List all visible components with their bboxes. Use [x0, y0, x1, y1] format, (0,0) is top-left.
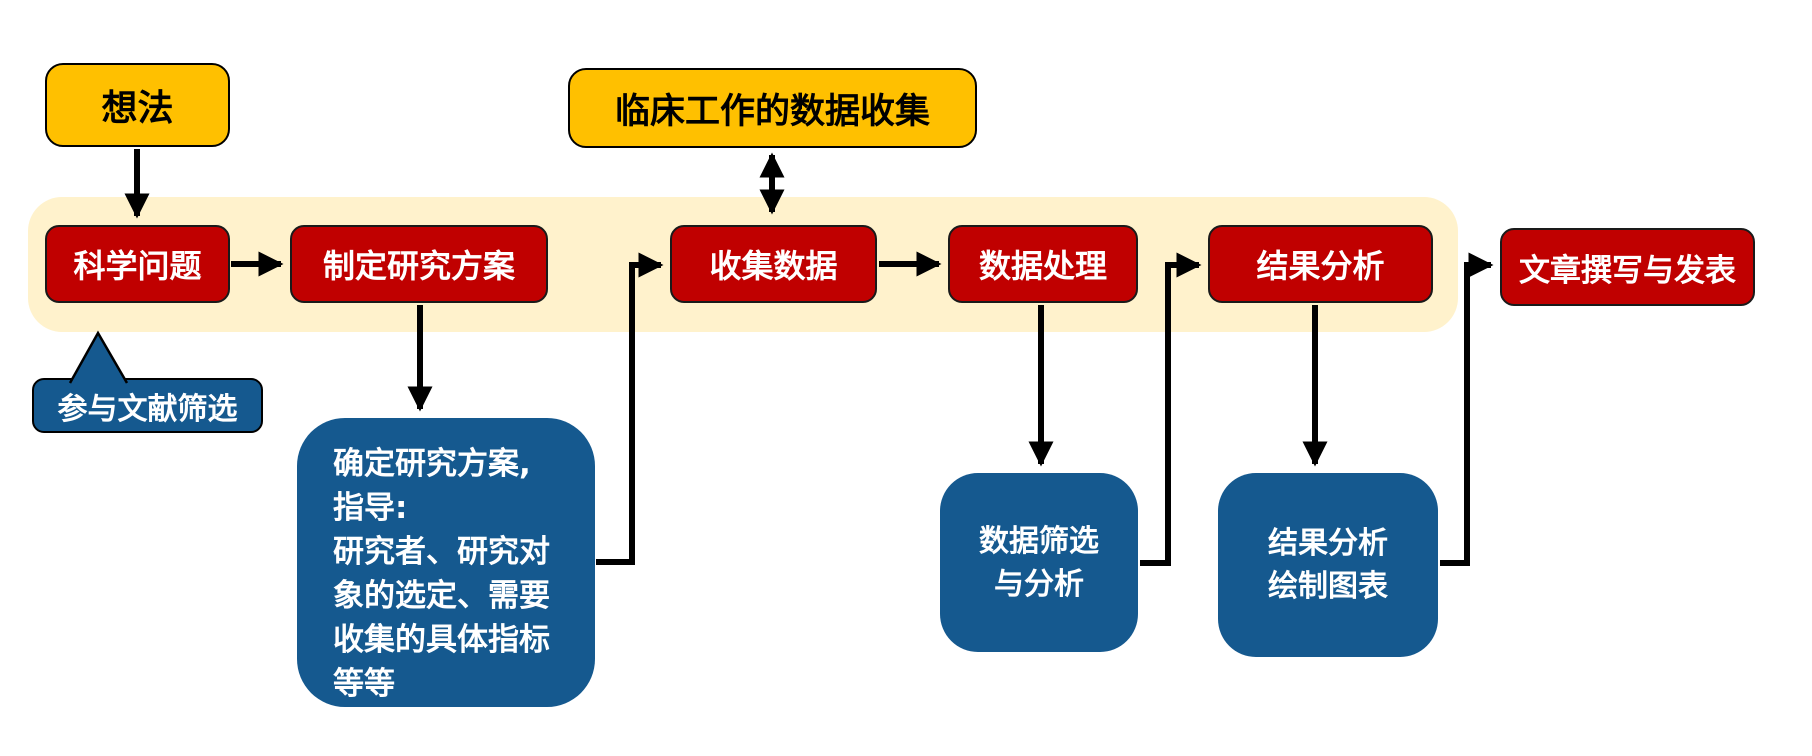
node-result-analysis-label: 结果分析 — [1256, 247, 1385, 285]
note-plan-detail-label: 确定研究方案, 指导: 研究者、研究对 象的选定、需要 收集的具体指标 等等 — [333, 446, 550, 702]
node-make-research-plan-label: 制定研究方案 — [322, 247, 515, 285]
callout-literature-screening: 参与文献筛选 — [32, 378, 263, 433]
node-idea-label: 想法 — [101, 88, 174, 129]
node-writing-publishing: 文章撰写与发表 — [1500, 228, 1755, 306]
node-clinical-data-collection: 临床工作的数据收集 — [568, 68, 977, 148]
node-data-processing-label: 数据处理 — [978, 247, 1107, 285]
note-data-filter-analysis-label: 数据筛选 与分析 — [979, 523, 1099, 602]
node-writing-publishing-label: 文章撰写与发表 — [1519, 252, 1736, 289]
note-result-chart-label: 结果分析 绘制图表 — [1268, 526, 1388, 604]
node-result-analysis: 结果分析 — [1208, 225, 1433, 303]
node-idea: 想法 — [45, 63, 230, 147]
node-make-research-plan: 制定研究方案 — [290, 225, 548, 303]
note-result-chart: 结果分析 绘制图表 — [1218, 473, 1438, 657]
node-scientific-question: 科学问题 — [45, 225, 230, 303]
callout-literature-screening-label: 参与文献筛选 — [57, 391, 238, 427]
callout-pointer-triangle — [68, 330, 129, 384]
node-clinical-data-collection-label: 临床工作的数据收集 — [614, 91, 930, 132]
note-data-filter-analysis: 数据筛选 与分析 — [940, 473, 1138, 652]
node-collect-data-label: 收集数据 — [709, 247, 838, 285]
node-scientific-question-label: 科学问题 — [73, 247, 202, 285]
note-plan-detail: 确定研究方案, 指导: 研究者、研究对 象的选定、需要 收集的具体指标 等等 — [297, 418, 595, 707]
node-data-processing: 数据处理 — [948, 225, 1138, 303]
node-collect-data: 收集数据 — [670, 225, 877, 303]
